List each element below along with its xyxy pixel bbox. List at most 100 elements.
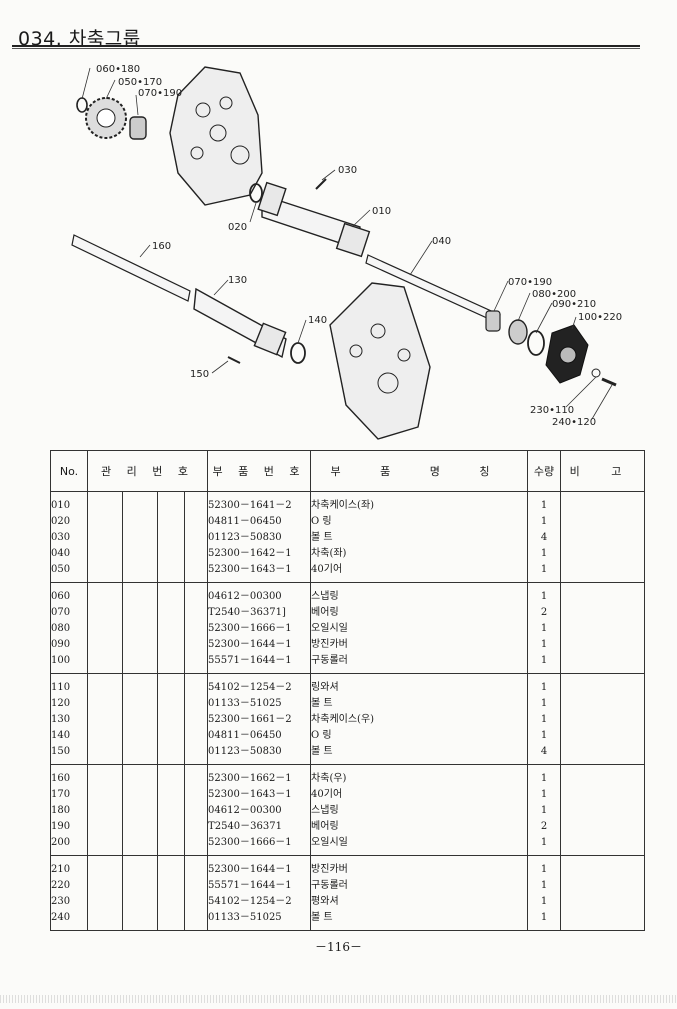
item-number-cell-value: 070 (51, 607, 71, 618)
quantity-cell-value: 4 (540, 746, 548, 757)
item-number-cell-value: 020 (51, 516, 71, 527)
part-number-cell-value: 04811－06450 (208, 730, 282, 741)
management-number-cell (122, 491, 158, 583)
part-name-cell-value: 40기어 (311, 789, 343, 800)
part-name-cell-value: 볼 트 (311, 698, 333, 709)
part-number-cell-value: 52300－1666－1 (208, 623, 292, 634)
scan-edge (0, 995, 677, 1003)
callout-label: 020 (228, 222, 247, 233)
item-number-cell-value: 030 (51, 532, 71, 543)
management-number-cell (87, 582, 123, 674)
item-number-cell-value: 190 (51, 821, 71, 832)
item-number-cell-value: 060 (51, 591, 71, 602)
part-name-cell-value: 구동롤러 (311, 880, 348, 891)
management-number-cell (183, 855, 209, 931)
remarks-cell (560, 491, 646, 583)
callout-label: 240•120 (552, 417, 596, 428)
quantity-cell-value: 1 (540, 837, 548, 848)
quantity-cell-value: 2 (540, 607, 548, 618)
management-number-cell (183, 491, 209, 583)
o-ring-020 (249, 183, 263, 203)
part-number-cell-value: 52300－1666－1 (208, 837, 292, 848)
item-number-cell-value: 050 (51, 564, 71, 575)
callout-label: 140 (308, 315, 327, 326)
remarks-cell (560, 673, 646, 765)
item-number-cell-value: 130 (51, 714, 71, 725)
part-name-cell-value: 차축케이스(우) (311, 714, 375, 725)
part-name-cell-value: 볼 트 (311, 532, 333, 543)
col-header-name: 부 품 명 칭 (310, 450, 529, 492)
quantity-cell-value: 1 (540, 730, 548, 741)
callout-label: 050•170 (118, 77, 162, 88)
management-number-cell (122, 582, 158, 674)
col-header-part-no: 부 품 번 호 (207, 450, 312, 492)
item-number-cell-value: 230 (51, 896, 71, 907)
item-number-cell-value: 040 (51, 548, 71, 559)
management-number-cell (87, 764, 123, 856)
part-number-cell-value: 52300－1644－1 (208, 864, 292, 875)
part-name-cell-value: 차축(좌) (311, 548, 347, 559)
quantity-cell-value: 1 (540, 564, 548, 575)
part-name-cell-value: 스냅링 (311, 805, 339, 816)
callout-label: 150 (190, 369, 209, 380)
management-number-cell (87, 673, 123, 765)
management-number-cell (122, 855, 158, 931)
quantity-cell-value: 1 (540, 500, 548, 511)
part-number-cell-value: T2540－36371 (208, 821, 282, 832)
part-number-cell-value: 01123－50830 (208, 746, 282, 757)
quantity-cell-value: 1 (540, 591, 548, 602)
quantity-cell-value: 1 (540, 912, 548, 923)
bearing-070 (485, 310, 501, 332)
part-number-cell-value: 55571－1644－1 (208, 655, 292, 666)
axle-160 (71, 234, 191, 302)
case-right-housing (329, 282, 431, 440)
part-name-cell-value: 40기어 (311, 564, 343, 575)
dust-cover-090 (527, 330, 545, 356)
part-name-cell-value: O 링 (311, 516, 332, 527)
item-number-cell-value: 120 (51, 698, 71, 709)
part-name-cell-value: 평와셔 (311, 896, 339, 907)
callout-label: 160 (152, 241, 171, 252)
quantity-cell-value: 1 (540, 516, 548, 527)
management-number-cell (87, 855, 123, 931)
page-title: 034. 차축그룹 (18, 28, 141, 50)
item-number-cell-value: 210 (51, 864, 71, 875)
part-name-cell-value: 방진카버 (311, 639, 348, 650)
part-number-cell-value: 52300－1642－1 (208, 548, 292, 559)
callout-label: 070•190 (138, 88, 182, 99)
item-number-cell-value: 100 (51, 655, 71, 666)
part-name-cell-value: 링와셔 (311, 682, 339, 693)
quantity-cell-value: 4 (540, 532, 548, 543)
col-header-remarks: 비 고 (560, 450, 646, 492)
quantity-cell-value: 1 (540, 623, 548, 634)
part-number-cell-value: 04612－00300 (208, 805, 282, 816)
quantity-cell-value: 1 (540, 639, 548, 650)
part-number-cell-value: 52300－1641－2 (208, 500, 292, 511)
part-number-cell-value: 01133－51025 (208, 698, 282, 709)
part-number-cell-value: T2540－36371] (208, 607, 286, 618)
quantity-cell-value: 1 (540, 789, 548, 800)
quantity-cell-value: 1 (540, 548, 548, 559)
item-number-cell-value: 110 (51, 682, 71, 693)
callout-label: 080•200 (532, 289, 576, 300)
quantity-cell-value: 1 (540, 682, 548, 693)
item-number-cell-value: 090 (51, 639, 71, 650)
part-name-cell-value: 스냅링 (311, 591, 339, 602)
